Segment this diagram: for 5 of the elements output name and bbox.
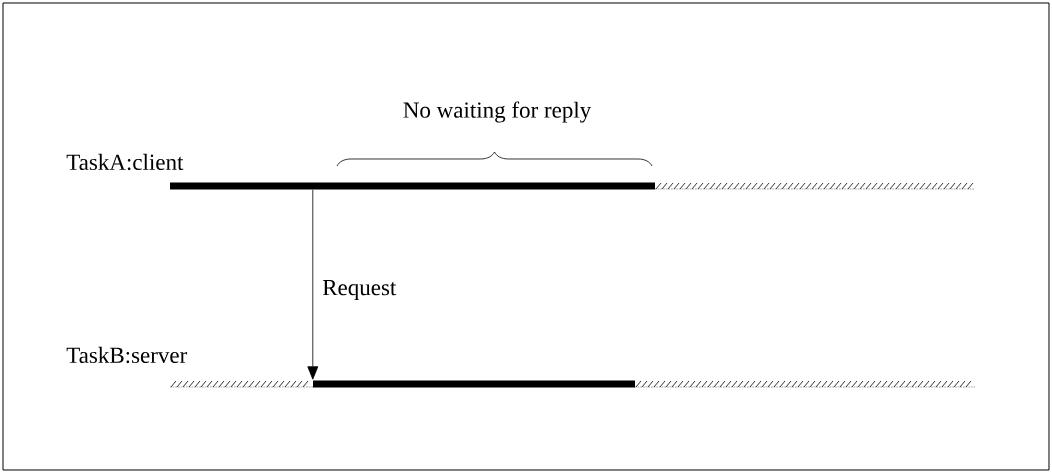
arrow: [307, 189, 319, 380]
edge-label: Request: [321, 279, 398, 301]
lifeline-name: TaskB:server: [66, 346, 188, 364]
lifeline-name: TaskA:client: [66, 153, 184, 171]
note: No waiting for reply: [403, 101, 592, 123]
